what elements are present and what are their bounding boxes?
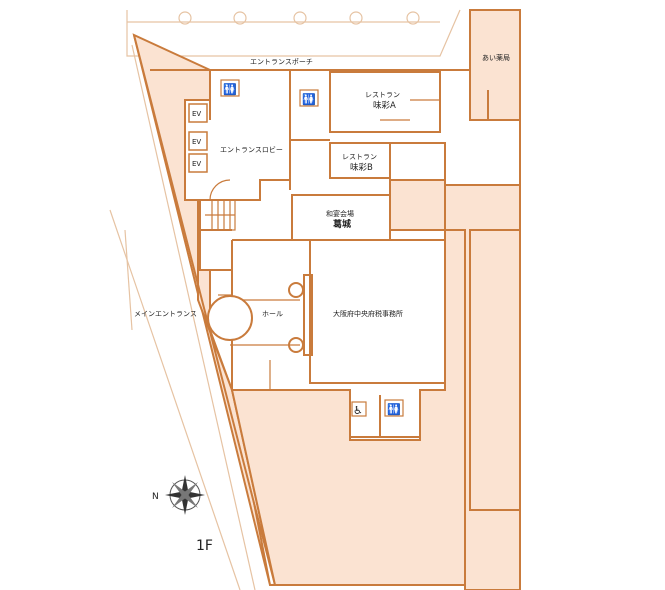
main-entrance-label: メインエントランス (134, 310, 197, 318)
stairs-icon (199, 199, 236, 231)
svg-text:🚻: 🚻 (302, 93, 316, 106)
building-zones (132, 9, 521, 590)
elevator-icon (188, 103, 208, 123)
restaurant-a-name: 味彩A (373, 100, 396, 111)
restaurant-a-label: レストラン (365, 91, 400, 99)
building-walls (150, 69, 520, 438)
pharmacy-label: あい薬局 (482, 53, 510, 62)
wheelchair-icon: ♿ (351, 401, 367, 417)
restaurant-b-name: 味彩B (350, 162, 373, 173)
exterior-outline (109, 9, 461, 590)
elevator-icon (188, 131, 208, 151)
elevator-label: EV (192, 160, 201, 168)
restroom-icon: 🚻 (299, 89, 319, 107)
compass-north-label: N (152, 492, 159, 502)
hall-features (207, 274, 313, 356)
svg-text:🚻: 🚻 (223, 83, 237, 96)
restroom-icon: 🚻 (384, 399, 404, 417)
banquet-hall-label: 和宴会場 (326, 209, 354, 218)
restroom-icon: 🚻 (220, 79, 240, 97)
banquet-hall-name: 葛城 (332, 218, 351, 230)
restaurant-b-label: レストラン (342, 153, 377, 161)
svg-text:🚻: 🚻 (387, 403, 401, 416)
compass-rose-icon: N (152, 475, 205, 515)
hall-label: ホール (262, 310, 283, 318)
svg-text:♿: ♿ (353, 404, 363, 417)
floor-label: 1F (196, 538, 213, 554)
elevator-label: EV (192, 110, 201, 118)
entrance-porch-label: エントランスポーチ (250, 58, 313, 66)
tax-office-label: 大阪府中央府税事務所 (333, 309, 403, 318)
entrance-lobby-label: エントランスロビー (220, 145, 283, 154)
elevator-icon (188, 153, 208, 173)
elevator-label: EV (192, 138, 201, 146)
elevator-group: EV EV EV (188, 103, 208, 173)
